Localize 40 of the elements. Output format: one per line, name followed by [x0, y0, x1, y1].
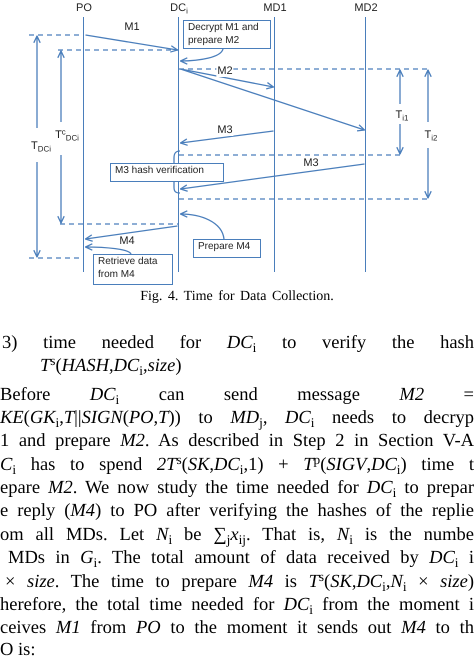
participant-label: PO [76, 2, 92, 15]
callout-arrow [84, 243, 132, 254]
message-label: M3 [216, 124, 234, 136]
body-text-line: Before DC$_{i}$ can send message M2 = [0, 384, 474, 406]
message-label: M4 [118, 235, 136, 247]
message-arrow [180, 68, 274, 90]
body-text-line: × size. The time to prepare M4 is T$^{s}$(SK,DC$_{i}$,N$_{i}$ × size) [5, 571, 474, 593]
callout-box: Decrypt M1 and prepare M2 [183, 20, 271, 49]
body-text-line: C$_{i}$ has to spend 2T$^{s}$(SK,DC$_{i}$,1) + T$^{p}$(SIGV,DC$_{i}$) time t [0, 454, 474, 476]
participant-label: MD1 [263, 2, 287, 15]
callout-arrow [180, 48, 224, 65]
message-arrow [180, 68, 366, 132]
body-text-line: MDs in G$_{i}$. The total amount of data received by DC$_{i}$ i [8, 547, 474, 569]
callout-box: Retrieve data from M4 [93, 254, 173, 285]
body-text-line: 1 and prepare M2. As described in Step 2 in Section V-A [0, 430, 474, 452]
message-arrow [180, 163, 365, 192]
body-text-line: T$^{s}$(HASH,DC$_{i}$,size) [40, 355, 182, 377]
body-text-line: om all MDs. Let N$_{i}$ be ∑$_{j}$x$_{ij}$. That is, N$_{i}$ is the numbe [0, 524, 474, 546]
body-text-line: epare M2. We now study the time needed for DC$_{i}$ to prepar [0, 477, 474, 499]
message-arrow [84, 225, 178, 242]
callout-box: M3 hash verification [110, 163, 224, 182]
body-text-line: KE(GK$_{i}$,T||SIGN(PO,T)) to MD$_{j}$, DC$_{i}$ needs to decryp [0, 407, 474, 429]
dimension-label: T$_{i2}$ [424, 129, 438, 141]
callout-box: Prepare M4 [193, 239, 261, 258]
dimension-label: T$_{i1}$ [396, 109, 408, 121]
body-text-line: herefore, the total time needed for DC$_{i}$ from the moment i [0, 594, 474, 616]
message-arrow [85, 34, 178, 53]
message-label: M1 [123, 21, 141, 33]
body-text-line: e reply (M4) to PO after verifying the hashes of the replie [0, 500, 474, 522]
body-text-line: 3) time needed for DC$_{i}$ to verify the hash [2, 332, 474, 354]
message-label: M2 [216, 65, 234, 77]
dimension-label: T$_{DCi}$ [31, 140, 51, 152]
participant-label: MD2 [354, 2, 378, 15]
callout-arrow [180, 210, 225, 240]
body-text-line: ceives M1 from PO to the moment it sends out M4 to th [0, 617, 474, 639]
figure-caption: Fig. 4. Time for Data Collection. [139, 289, 335, 305]
message-arrow [180, 130, 274, 146]
participant-label: DC$_{i}$ [170, 2, 188, 15]
body-text-line: O is: [0, 639, 36, 661]
message-label: M3 [302, 157, 320, 169]
